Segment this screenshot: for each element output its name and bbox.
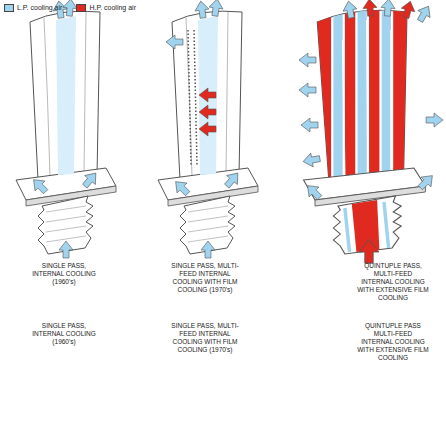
- legend-text: H.P. cooling air: [89, 3, 136, 12]
- legend-swatch: [4, 4, 14, 12]
- caption-label: SINGLE PASS, MULTI-FEED INTERNAL COOLING…: [168, 322, 242, 354]
- caption-label: SINGLE PASS, MULTI-FEED INTERNAL COOLING…: [168, 262, 242, 294]
- caption-label: QUINTUPLE PASS, MULTI-FEED INTERNAL COOL…: [357, 262, 429, 302]
- caption-label: SINGLE PASS, INTERNAL COOLING (1960's): [31, 262, 97, 286]
- legend-swatch: [76, 4, 86, 12]
- caption-label: QUINTUPLE PASS MULTI-FEED INTERNAL COOLI…: [357, 322, 429, 362]
- legend-text: L.P. cooling air: [17, 3, 62, 12]
- caption-label: SINGLE PASS, INTERNAL COOLING (1960's): [31, 322, 97, 346]
